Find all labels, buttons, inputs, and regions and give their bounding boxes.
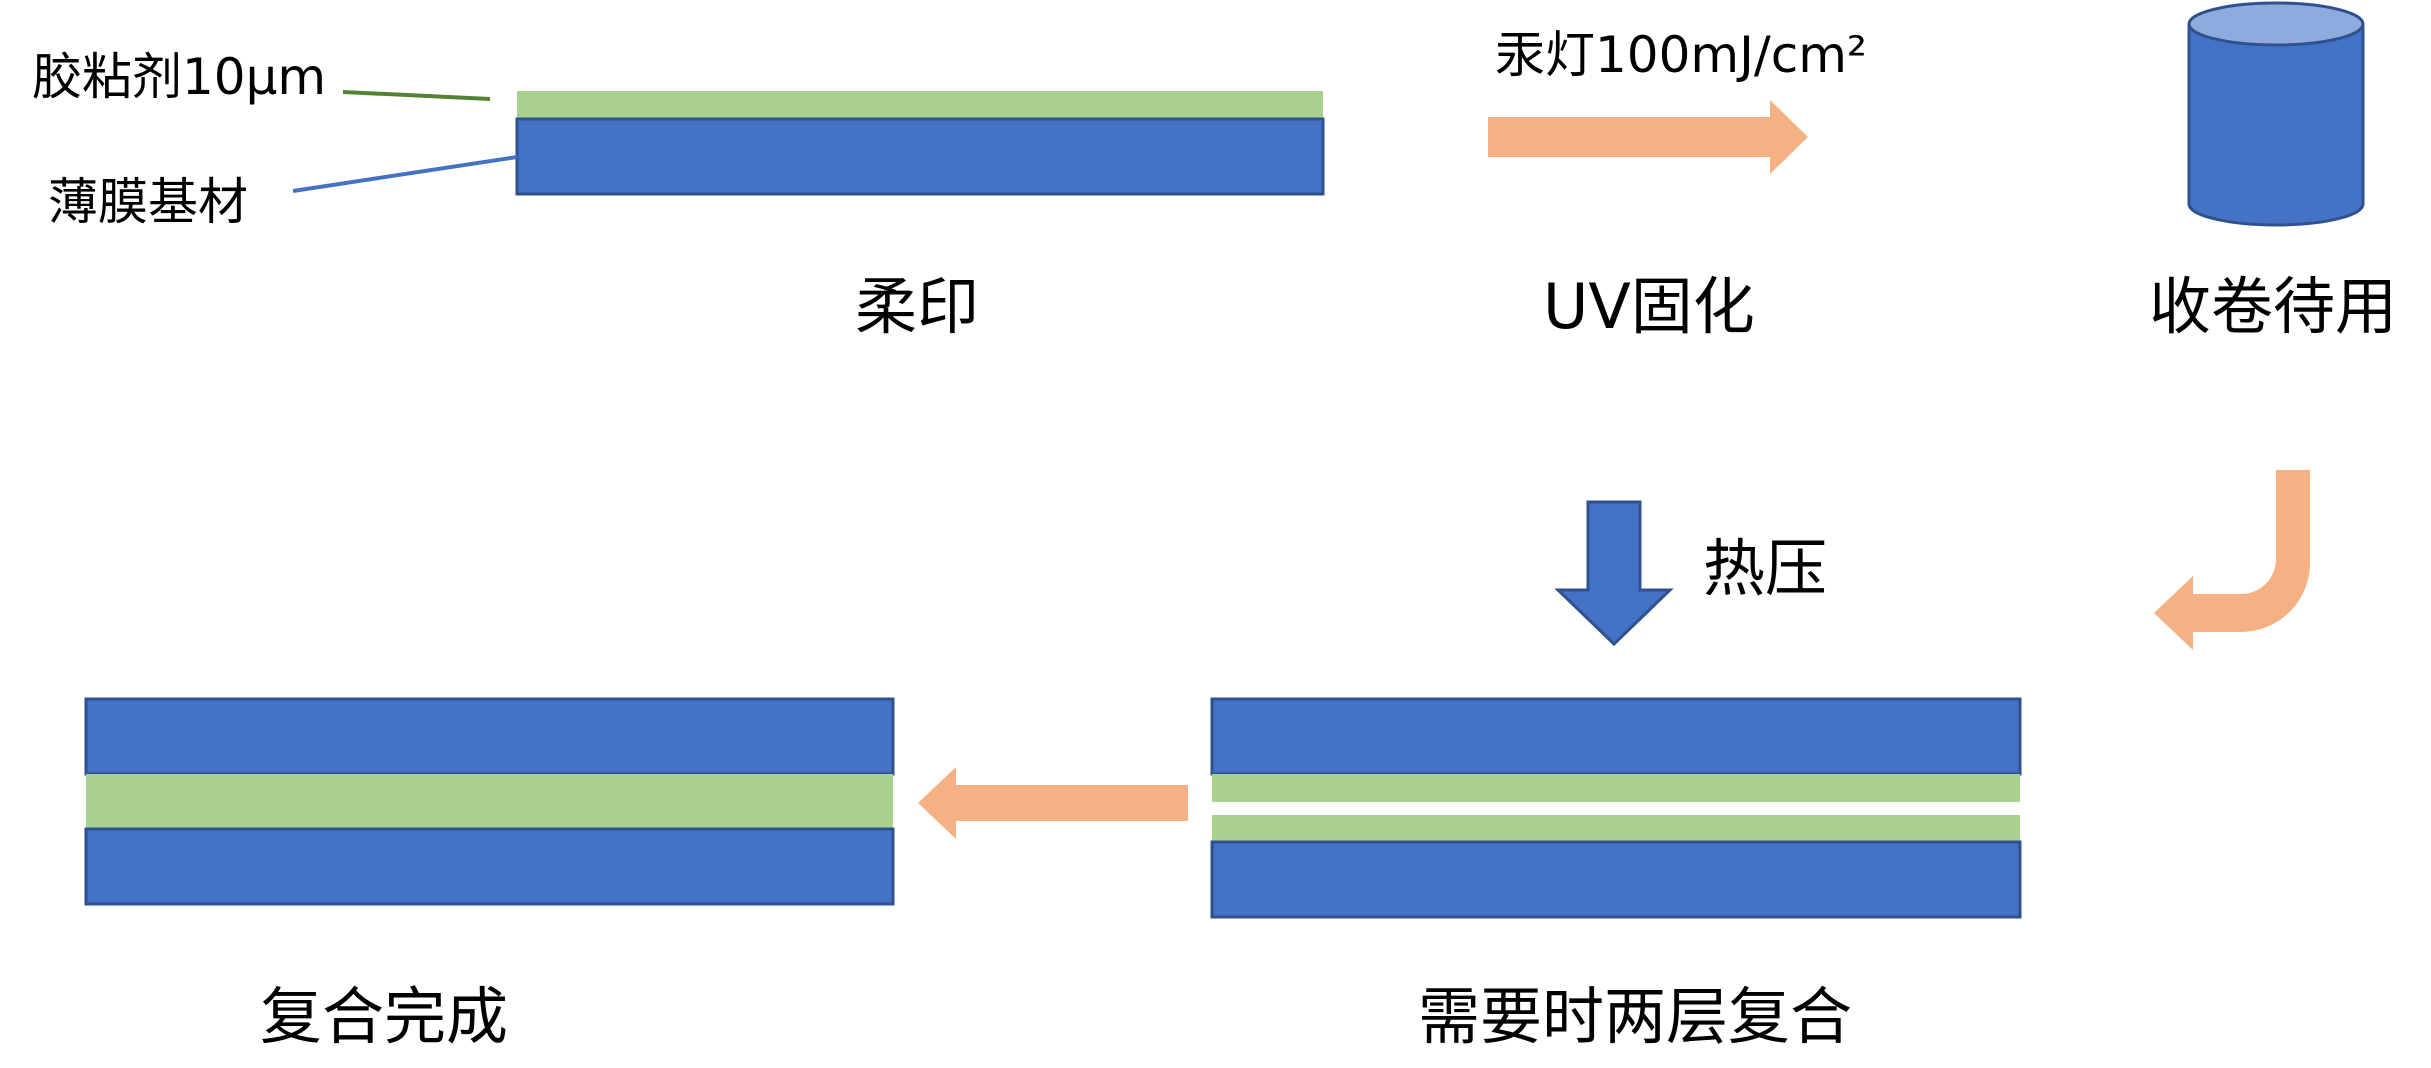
roll-cylinder-icon xyxy=(2187,1,2365,227)
final-laminate xyxy=(84,697,895,906)
lamination-done-label: 复合完成 xyxy=(260,980,508,1053)
uv-cure-arrow-icon xyxy=(1488,100,1808,174)
final-top-film-layer xyxy=(84,697,895,776)
film-substrate-layer xyxy=(515,117,1325,196)
two-layer-assembly xyxy=(1210,697,2022,919)
top-adhesive-layer xyxy=(1212,774,2020,802)
adhesive-label: 胶粘剂10μm xyxy=(32,48,326,106)
adhesive-leader-line xyxy=(342,90,491,101)
hot-press-label: 热压 xyxy=(1703,532,1827,605)
uv-cure-label: UV固化 xyxy=(1543,270,1755,343)
wind-up-label: 收卷待用 xyxy=(2149,270,2397,343)
bottom-adhesive-layer xyxy=(1212,815,2020,842)
lamination-on-demand-label: 需要时两层复合 xyxy=(1418,980,1852,1053)
flexo-print-label: 柔印 xyxy=(855,270,979,343)
flexo-print-film xyxy=(515,91,1325,196)
uv-lamp-label: 汞灯100mJ/cm² xyxy=(1495,26,1867,84)
film-substrate-leader-line xyxy=(292,155,518,193)
final-bottom-film-layer xyxy=(84,827,895,906)
hot-press-arrow-icon xyxy=(1554,500,1674,647)
final-adhesive-layer xyxy=(86,774,893,829)
adhesive-layer xyxy=(517,91,1323,119)
curved-return-arrow-icon xyxy=(2154,470,2310,650)
bottom-film-layer xyxy=(1210,840,2022,919)
left-arrow-icon xyxy=(918,767,1188,839)
film-substrate-label: 薄膜基材 xyxy=(48,173,248,231)
top-film-layer xyxy=(1210,697,2022,776)
